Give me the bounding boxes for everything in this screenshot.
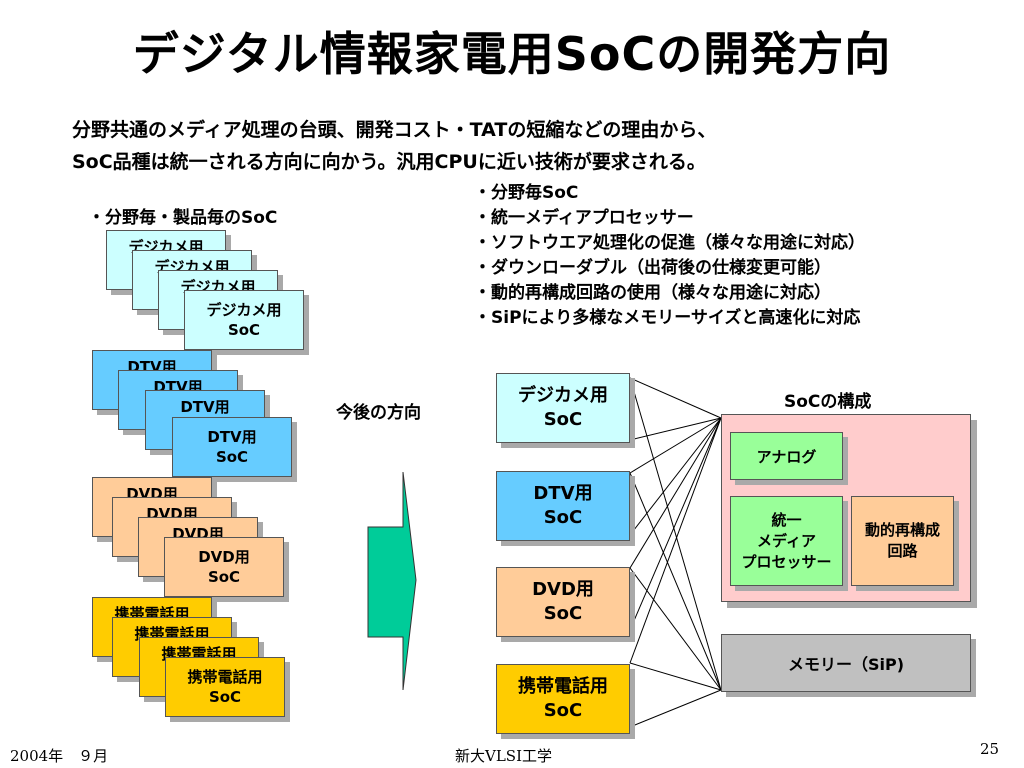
box-line-1: DTV用 <box>533 483 593 504</box>
box-line-2: SoC <box>543 603 583 624</box>
memory-sip-block: メモリー（SiP) <box>721 634 971 692</box>
connector-line <box>629 417 722 474</box>
direction-label: 今後の方向 <box>336 403 421 423</box>
card-line-2: SoC <box>208 688 242 706</box>
card-label: DTV用 <box>180 398 230 416</box>
connector-line <box>629 417 722 631</box>
bullet-item: ・分野毎SoC <box>474 183 579 203</box>
digicam-card-front: デジカメ用 SoC <box>184 290 304 350</box>
dvd-card-front: DVD用 SoC <box>164 537 284 597</box>
future-digicam-box: デジカメ用 SoC <box>496 373 630 443</box>
connector-line <box>629 377 722 691</box>
intro-line-2: SoC品種は統一される方向に向かう。汎用CPUに近い技術が要求される。 <box>72 151 706 173</box>
block-line-2: メディア <box>757 531 816 550</box>
bullet-item: ・ソフトウエア処理化の促進（様々な用途に対応） <box>474 233 865 253</box>
card-line-1: DVD用 <box>198 548 250 566</box>
connector-line <box>629 472 722 691</box>
block-line-3: プロセッサー <box>741 552 832 571</box>
left-heading: ・分野毎・製品毎のSoC <box>88 208 278 228</box>
slide-title: デジタル情報家電用SoCの開発方向 <box>132 27 892 81</box>
card-line-1: 携帯電話用 <box>187 668 263 686</box>
analog-block: アナログ <box>730 432 843 480</box>
direction-arrow <box>367 471 417 691</box>
bullet-item: ・SiPにより多様なメモリーサイズと高速化に対応 <box>474 308 861 328</box>
future-dtv-box: DTV用 SoC <box>496 471 630 541</box>
media-processor-block: 統一 メディア プロセッサー <box>730 496 843 586</box>
dtv-card-front: DTV用 SoC <box>172 417 292 477</box>
card-line-1: デジカメ用 <box>206 301 282 319</box>
bullet-item: ・統一メディアプロセッサー <box>474 208 694 228</box>
dynamic-reconfig-block: 動的再構成 回路 <box>851 496 954 586</box>
connector-line <box>629 417 722 664</box>
future-dvd-box: DVD用 SoC <box>496 567 630 637</box>
page-number: 25 <box>980 740 1000 758</box>
intro-text: 分野共通のメディア処理の台頭、開発コスト・TATの短縮などの理由から、 SoC品… <box>72 114 716 178</box>
box-line-2: SoC <box>543 507 583 528</box>
phone-card-front: 携帯電話用 SoC <box>165 657 285 717</box>
connector-line <box>629 567 722 691</box>
connector-line <box>629 689 722 728</box>
block-line-2: 回路 <box>887 542 918 560</box>
card-line-2: SoC <box>227 321 261 339</box>
box-line-1: DVD用 <box>532 579 594 600</box>
card-line-1: DTV用 <box>207 428 257 446</box>
connector-line <box>629 662 722 691</box>
connector-line <box>629 417 722 536</box>
memory-label: メモリー（SiP) <box>787 655 905 674</box>
future-phone-box: 携帯電話用 SoC <box>496 664 630 734</box>
soc-heading: SoCの構成 <box>784 392 872 412</box>
card-line-2: SoC <box>207 568 241 586</box>
footer-organization: 新大VLSI工学 <box>455 747 552 765</box>
bullet-item: ・ダウンローダブル（出荷後の仕様変更可能） <box>474 258 831 278</box>
footer-date: 2004年 ９月 <box>10 747 109 765</box>
box-line-1: 携帯電話用 <box>518 676 608 697</box>
connector-line <box>629 417 722 569</box>
block-line-1: 動的再構成 <box>864 521 940 539</box>
block-line-1: 統一 <box>771 510 802 529</box>
bullet-item: ・動的再構成回路の使用（様々な用途に対応） <box>474 283 831 303</box>
box-line-2: SoC <box>543 409 583 430</box>
box-line-1: デジカメ用 <box>518 385 608 406</box>
card-line-2: SoC <box>215 448 249 466</box>
analog-label: アナログ <box>756 447 817 466</box>
connector-line <box>629 417 722 441</box>
connector-lines <box>629 377 722 728</box>
connector-line <box>629 377 722 419</box>
intro-line-1: 分野共通のメディア処理の台頭、開発コスト・TATの短縮などの理由から、 <box>72 119 717 141</box>
feature-bullet-list: ・分野毎SoC ・統一メディアプロセッサー ・ソフトウエア処理化の促進（様々な用… <box>474 181 865 331</box>
box-line-2: SoC <box>543 700 583 721</box>
